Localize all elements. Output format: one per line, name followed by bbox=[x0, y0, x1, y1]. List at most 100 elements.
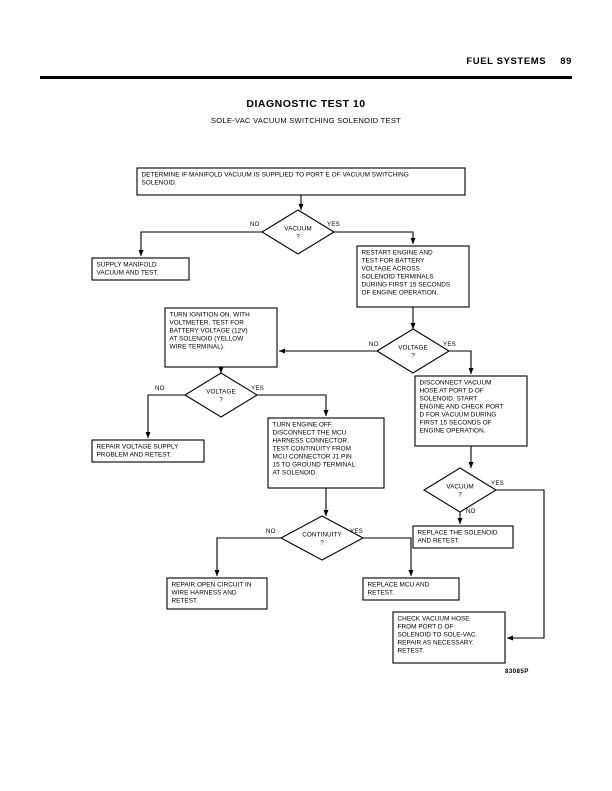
process-label: VOLTAGE ACROSS bbox=[362, 266, 420, 273]
edge-label: NO bbox=[155, 385, 165, 392]
process-shape bbox=[267, 417, 385, 489]
edge-label: YES bbox=[443, 341, 456, 348]
process-label: HOSE AT PORT D OF bbox=[420, 388, 484, 395]
process-label: WIRE TERMINAL). bbox=[170, 344, 225, 351]
running-header: FUEL SYSTEMS 89 bbox=[40, 56, 572, 80]
decision-label: VOLTAGE bbox=[398, 344, 428, 351]
process-label: D FOR VACUUM DURING bbox=[420, 412, 497, 419]
decision-label: VOLTAGE bbox=[206, 388, 236, 395]
edge-label: NO bbox=[369, 341, 379, 348]
process-label: AND RETEST. bbox=[418, 538, 460, 545]
process-label: VACUUM AND TEST. bbox=[97, 270, 159, 277]
edge-label: NO bbox=[266, 528, 276, 535]
process-label: SOLENOID. bbox=[142, 180, 177, 187]
process-label: SUPPLY MANIFOLD bbox=[97, 262, 158, 269]
process-shape bbox=[362, 577, 460, 601]
process-label: MCU CONNECTOR J1 PIN bbox=[273, 454, 353, 461]
decision-shape bbox=[279, 515, 365, 561]
node-turn-engine-off: TURN ENGINE OFF.DISCONNECT THE MCUHARNES… bbox=[267, 417, 385, 489]
process-label: SOLENOID. START bbox=[420, 396, 478, 403]
process-label: OF ENGINE OPERATION. bbox=[362, 290, 439, 297]
decision-shape bbox=[260, 209, 336, 255]
process-label: REPAIR VOLTAGE SUPPLY bbox=[97, 444, 180, 451]
process-label: TURN ENGINE OFF. bbox=[273, 422, 334, 429]
header-rule bbox=[40, 76, 572, 79]
decision-label: ? bbox=[320, 539, 324, 546]
process-label: REPAIR AS NECESSARY. bbox=[398, 640, 474, 647]
decision-label: ? bbox=[219, 396, 223, 403]
decision-shape bbox=[183, 372, 259, 418]
header-page-number: 89 bbox=[560, 56, 572, 67]
decision-label: ? bbox=[411, 352, 415, 359]
decision-shape bbox=[375, 328, 451, 374]
edge-label: NO bbox=[250, 221, 260, 228]
header-section-title: FUEL SYSTEMS bbox=[466, 56, 547, 67]
page-subtitle: SOLE-VAC VACUUM SWITCHING SOLENOID TEST bbox=[210, 116, 402, 125]
edge-continuity-no bbox=[214, 537, 281, 577]
edge-label: YES bbox=[251, 385, 264, 392]
process-shape bbox=[164, 307, 278, 368]
process-label: VOLTMETER, TEST FOR bbox=[170, 320, 245, 327]
process-label: WIRE HARNESS AND bbox=[172, 590, 237, 597]
node-start: DETERMINE IF MANIFOLD VACUUM IS SUPPLIED… bbox=[136, 167, 466, 196]
process-shape bbox=[91, 257, 190, 281]
edge-vacuum2-yes bbox=[496, 489, 545, 641]
edge-vacuum1-no bbox=[138, 231, 262, 257]
process-label: BATTERY VOLTAGE (12V) bbox=[170, 328, 248, 335]
decision-label: ? bbox=[296, 233, 300, 240]
process-label: RESTART ENGINE AND bbox=[362, 250, 434, 257]
process-label: HARNESS CONNECTOR. bbox=[273, 438, 350, 445]
figure-code: 83085P bbox=[505, 668, 529, 675]
edge-label: YES bbox=[350, 528, 363, 535]
process-shape bbox=[414, 375, 528, 447]
page-title: DIAGNOSTIC TEST 10 bbox=[246, 98, 366, 110]
edge-vacuum1-yes bbox=[334, 231, 416, 245]
decision-shape bbox=[422, 467, 498, 513]
process-label: AT SOLENOID (YELLOW bbox=[170, 336, 245, 343]
process-shape bbox=[392, 611, 506, 664]
decision-label: CONTINUITY bbox=[302, 531, 342, 538]
process-label: SOLENOID TERMINALS bbox=[362, 274, 434, 281]
decision-label: VACUUM bbox=[446, 483, 474, 490]
process-label: AT SOLENOID. bbox=[273, 470, 318, 477]
process-label: FIRST 15 SECONDS OF bbox=[420, 420, 492, 427]
process-shape bbox=[412, 525, 514, 549]
process-label: 15 TO GROUND TERMINAL bbox=[273, 462, 356, 469]
process-label: DURING FIRST 15 SECONDS bbox=[362, 282, 451, 289]
process-label: REPAIR OPEN CIRCUIT IN bbox=[172, 582, 252, 589]
process-label: PROBLEM AND RETEST. bbox=[97, 452, 172, 459]
title-block: DIAGNOSTIC TEST 10 SOLE-VAC VACUUM SWITC… bbox=[0, 98, 612, 125]
process-label: TEST FOR BATTERY bbox=[362, 258, 426, 265]
process-label: RETEST. bbox=[368, 590, 395, 597]
decision-label: VACUUM bbox=[284, 225, 312, 232]
process-shape bbox=[91, 439, 205, 463]
process-label: FROM PORT D OF bbox=[398, 624, 454, 631]
process-label: ENGINE AND CHECK PORT bbox=[420, 404, 504, 411]
node-d-voltage-1: VOLTAGE? bbox=[375, 328, 451, 374]
node-d-vacuum-1: VACUUM? bbox=[260, 209, 336, 255]
process-label: CHECK VACUUM HOSE bbox=[398, 616, 470, 623]
header-label: FUEL SYSTEMS 89 bbox=[466, 56, 572, 67]
edge-voltage2-no bbox=[145, 394, 185, 439]
edge-label: YES bbox=[327, 221, 340, 228]
process-label: ENGINE OPERATION. bbox=[420, 428, 486, 435]
process-label: RETEST. bbox=[398, 648, 425, 655]
node-d-vacuum-2: VACUUM? bbox=[422, 467, 498, 513]
process-label: RETEST. bbox=[172, 598, 199, 605]
edge-label: YES bbox=[491, 480, 504, 487]
edge-voltage2-yes bbox=[257, 394, 329, 417]
edge-continuity-yes bbox=[363, 537, 414, 577]
edge-voltage1-yes bbox=[449, 350, 474, 375]
process-shape bbox=[356, 245, 470, 308]
node-d-voltage-2: VOLTAGE? bbox=[183, 372, 259, 418]
